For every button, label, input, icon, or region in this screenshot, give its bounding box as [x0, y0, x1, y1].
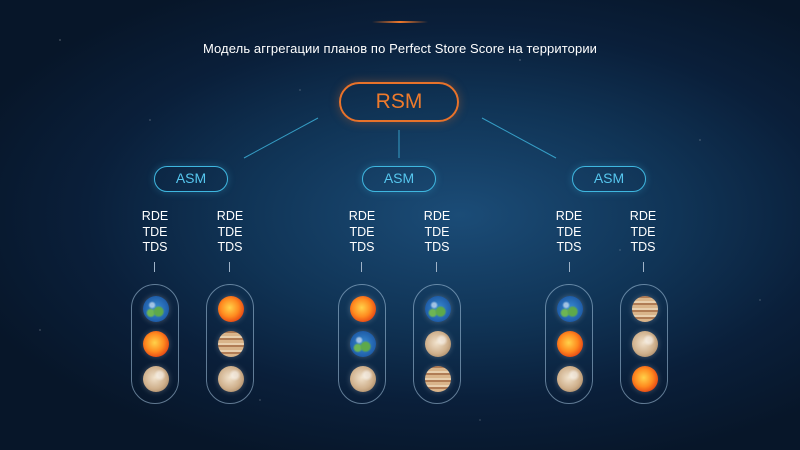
jupiter-icon	[218, 331, 244, 357]
tick-line	[154, 262, 155, 272]
earth-icon	[143, 296, 169, 322]
slide-title: Модель аггрегации планов по Perfect Stor…	[202, 41, 598, 56]
planet-pillar-1a	[131, 284, 179, 404]
planet-pillar-2a	[338, 284, 386, 404]
planet-pillar-3b	[620, 284, 668, 404]
moon-icon	[218, 366, 244, 392]
tick-line	[361, 262, 362, 272]
role-tde: TDE	[217, 224, 243, 239]
tick-line	[569, 262, 570, 272]
moon-icon	[557, 366, 583, 392]
role-rde: RDE	[629, 209, 657, 223]
earth-icon	[557, 296, 583, 322]
tick-line	[229, 262, 230, 272]
moon-icon	[350, 366, 376, 392]
earth-icon	[350, 331, 376, 357]
role-tde: TDE	[349, 224, 375, 239]
connector-rsm-asm-left	[243, 117, 319, 159]
planet-pillar-1b	[206, 284, 254, 404]
role-tds: TDS	[142, 240, 168, 254]
role-group-1b: RDE TDE TDS	[210, 209, 250, 256]
role-group-3b: RDE TDE TDS	[623, 209, 663, 256]
asm-node-3: ASM	[572, 166, 646, 192]
role-tds: TDS	[630, 240, 656, 254]
role-rde: RDE	[555, 209, 583, 223]
rsm-node: RSM	[339, 82, 459, 122]
role-rde: RDE	[141, 209, 169, 223]
jupiter-icon	[425, 366, 451, 392]
role-tde: TDE	[630, 224, 656, 239]
sun-icon	[632, 366, 658, 392]
connector-rsm-asm-right	[481, 117, 557, 159]
sun-icon	[143, 331, 169, 357]
earth-icon	[425, 296, 451, 322]
role-tde: TDE	[556, 224, 582, 239]
role-rde: RDE	[216, 209, 244, 223]
planet-pillar-3a	[545, 284, 593, 404]
planet-pillar-2b	[413, 284, 461, 404]
sun-icon	[218, 296, 244, 322]
tick-line	[436, 262, 437, 272]
role-tds: TDS	[217, 240, 243, 254]
role-tds: TDS	[349, 240, 375, 254]
tick-line	[643, 262, 644, 272]
moon-icon	[425, 331, 451, 357]
role-tds: TDS	[556, 240, 582, 254]
role-rde: RDE	[348, 209, 376, 223]
moon-icon	[143, 366, 169, 392]
jupiter-icon	[632, 296, 658, 322]
top-accent-line	[372, 21, 428, 23]
role-tds: TDS	[424, 240, 450, 254]
role-group-2a: RDE TDE TDS	[342, 209, 382, 256]
role-tde: TDE	[424, 224, 450, 239]
asm-node-1: ASM	[154, 166, 228, 192]
role-group-3a: RDE TDE TDS	[549, 209, 589, 256]
sun-icon	[350, 296, 376, 322]
role-tde: TDE	[142, 224, 168, 239]
moon-icon	[632, 331, 658, 357]
asm-node-2: ASM	[362, 166, 436, 192]
role-group-2b: RDE TDE TDS	[417, 209, 457, 256]
role-group-1a: RDE TDE TDS	[135, 209, 175, 256]
sun-icon	[557, 331, 583, 357]
role-rde: RDE	[423, 209, 451, 223]
